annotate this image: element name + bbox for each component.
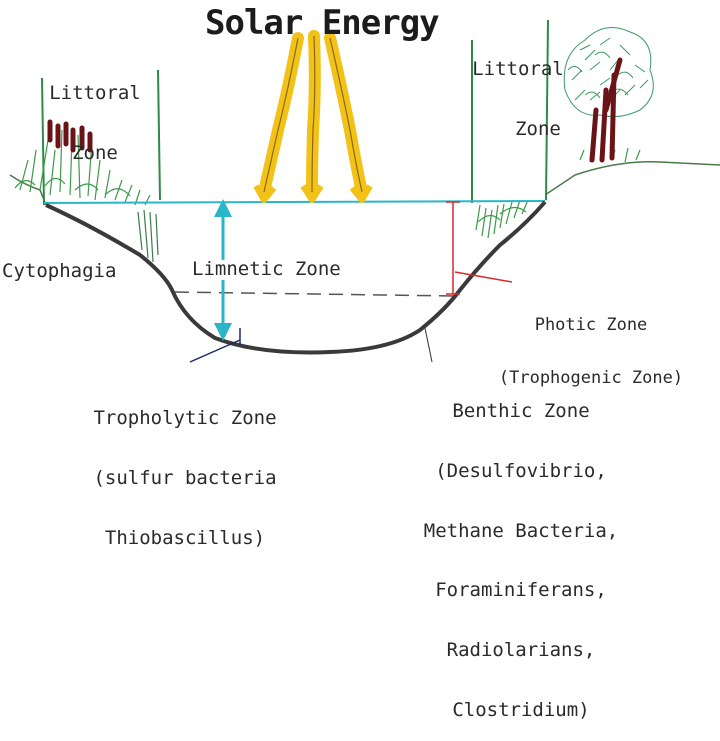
right-shore-ground xyxy=(544,161,720,196)
photic-zone-label: Photic Zone (Trophogenic Zone) xyxy=(468,281,714,406)
tropholytic-line-3: Thiobascillus) xyxy=(104,526,266,549)
littoral-left-line-2: Zone xyxy=(72,141,118,164)
littoral-left-line-1: Littoral xyxy=(49,81,141,104)
cattail-plant-icon xyxy=(47,119,93,153)
photic-line-2: (Trophogenic Zone) xyxy=(498,368,684,389)
littoral-right-line-2: Zone xyxy=(515,117,561,140)
tropholytic-line-1: Tropholytic Zone xyxy=(93,406,277,429)
photic-zone-marker xyxy=(446,201,513,295)
photic-line-1: Photic Zone xyxy=(534,314,648,335)
lake-zones-diagram xyxy=(9,19,720,363)
littoral-left-outer-line xyxy=(41,77,45,206)
left-underwater-weeds xyxy=(137,209,159,263)
littoral-left-label: Littoral Zone xyxy=(30,44,160,184)
cytophagia-label: Cytophagia xyxy=(2,260,117,282)
water-surface-line xyxy=(43,200,546,204)
tropholytic-line-2: (sulfur bacteria xyxy=(93,466,277,489)
benthic-line-5: Radiolarians, xyxy=(446,639,596,662)
tropholytic-zone-label: Tropholytic Zone (sulfur bacteria Thioba… xyxy=(50,369,320,568)
right-shore-plants xyxy=(475,145,641,239)
sun-ray-arrow-icon xyxy=(253,30,373,203)
tropholytic-pointer-line xyxy=(189,339,241,363)
benthic-line-1: Benthic Zone xyxy=(452,399,590,422)
lake-basin-outline xyxy=(45,200,547,355)
limnetic-zone-label: Limnetic Zone xyxy=(190,258,343,280)
diagram-title: Solar Energy xyxy=(205,3,440,43)
benthic-line-3: Methane Bacteria, xyxy=(423,519,619,542)
benthic-line-2: (Desulfovibrio, xyxy=(435,459,607,482)
littoral-right-line-1: Littoral xyxy=(472,57,564,80)
left-shore-plants xyxy=(14,129,151,206)
littoral-right-outer-line xyxy=(545,19,549,201)
littoral-left-inner-line xyxy=(157,69,161,201)
photic-boundary-dashed-line xyxy=(174,291,456,297)
tree-icon xyxy=(563,27,654,163)
benthic-zone-label: Benthic Zone (Desulfovibrio, Methane Bac… xyxy=(386,362,656,741)
littoral-right-label: Littoral Zone xyxy=(458,20,578,160)
benthic-pointer-line xyxy=(424,327,433,363)
benthic-line-6: Clostridium) xyxy=(452,698,590,721)
benthic-line-4: Foraminiferans, xyxy=(435,579,607,602)
